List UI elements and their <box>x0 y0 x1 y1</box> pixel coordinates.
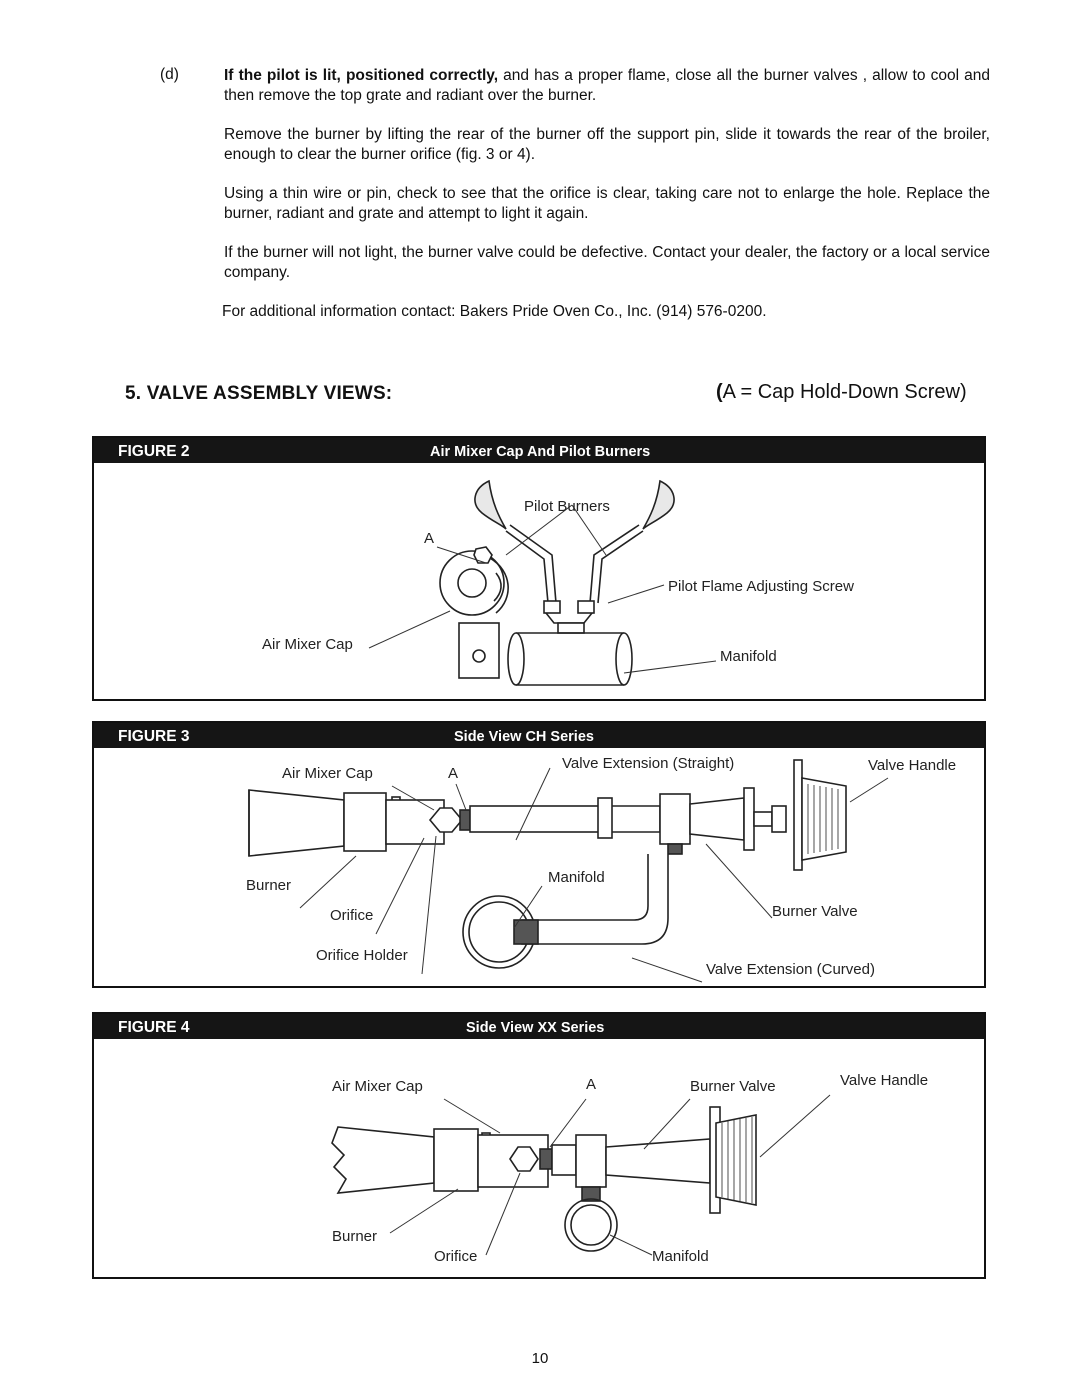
label-burner-valve: Burner Valve <box>772 903 858 920</box>
valve-flange <box>743 787 755 851</box>
figure-2-caption: Air Mixer Cap And Pilot Burners <box>430 444 651 460</box>
figure-2: FIGURE 2 Air Mixer Cap And Pilot Burners <box>92 436 986 701</box>
figure-3-caption: Side View CH Series <box>454 729 594 745</box>
figure-3-number: FIGURE 3 <box>118 728 190 745</box>
air-mixer-cap <box>343 792 387 852</box>
left-pilot-tube <box>505 530 549 604</box>
figure-3: FIGURE 3 Side View CH Series <box>92 721 986 988</box>
right-fitting <box>577 600 595 614</box>
figure-3-diagram: Air Mixer Cap A Valve Extension (Straigh… <box>94 748 984 986</box>
step-d-paragraph: If the pilot is lit, positioned correctl… <box>224 66 990 105</box>
burner-valve-body <box>575 1134 607 1188</box>
label-valve-handle: Valve Handle <box>840 1072 928 1089</box>
figure-2-number: FIGURE 2 <box>118 443 190 460</box>
figure-4-caption: Side View XX Series <box>466 1020 605 1036</box>
air-mixer-cap-disc <box>439 550 505 616</box>
legend-note: (A = Cap Hold-Down Screw) <box>716 381 967 404</box>
figure-4-diagram: Air Mixer Cap A Burner Valve Valve Handl… <box>94 1039 984 1277</box>
valve-extension-curved <box>521 854 669 945</box>
manifold-pipe <box>516 632 624 686</box>
contact-line: For additional information contact: Bake… <box>222 303 767 320</box>
figure-4-header: FIGURE 4 Side View XX Series <box>94 1014 984 1039</box>
label-pilot-burners: Pilot Burners <box>524 498 610 515</box>
legend-paren: ( <box>716 381 723 403</box>
label-manifold: Manifold <box>720 648 777 665</box>
burner-body <box>248 789 345 857</box>
air-mixer-cap <box>433 1128 479 1192</box>
label-valve-handle: Valve Handle <box>868 757 956 774</box>
left-fitting <box>543 600 561 614</box>
manifold-ring <box>564 1198 618 1252</box>
valve-extension-straight <box>469 805 601 833</box>
valve-handle-knob <box>801 777 847 861</box>
label-air-mixer-cap: Air Mixer Cap <box>332 1078 423 1095</box>
step-marker: (d) <box>160 66 179 83</box>
label-manifold: Manifold <box>548 869 605 886</box>
figure-2-drawing: Pilot Burners A Pilot Flame Adjusting Sc… <box>262 479 854 686</box>
label-pilot-flame-screw: Pilot Flame Adjusting Screw <box>668 578 854 595</box>
label-a: A <box>586 1076 596 1093</box>
figure-4: FIGURE 4 Side View XX Series <box>92 1012 986 1279</box>
figure-3-header: FIGURE 3 Side View CH Series <box>94 723 984 748</box>
burner-body <box>331 1126 435 1194</box>
label-burner-valve: Burner Valve <box>690 1078 776 1095</box>
figure-4-drawing: Air Mixer Cap A Burner Valve Valve Handl… <box>331 1072 928 1265</box>
label-air-mixer-cap: Air Mixer Cap <box>262 636 353 653</box>
label-a: A <box>424 530 434 547</box>
step-d-text: and has a proper flame, close all the bu… <box>224 67 990 104</box>
label-orifice: Orifice <box>330 907 373 924</box>
label-burner: Burner <box>246 877 291 894</box>
label-orifice-holder: Orifice Holder <box>316 947 408 964</box>
figure-2-diagram: Pilot Burners A Pilot Flame Adjusting Sc… <box>94 463 984 699</box>
label-manifold: Manifold <box>652 1248 709 1265</box>
label-burner: Burner <box>332 1228 377 1245</box>
legend-text: A = Cap Hold-Down Screw) <box>722 381 967 403</box>
label-air-mixer-cap: Air Mixer Cap <box>282 765 373 782</box>
left-pilot-flame <box>474 479 507 530</box>
step-d-lead: If the pilot is lit, positioned correctl… <box>224 67 499 84</box>
valve-handle-plate <box>793 759 803 871</box>
label-orifice: Orifice <box>434 1248 477 1265</box>
right-pilot-tube <box>597 530 644 604</box>
burner-valve-body <box>659 793 691 845</box>
label-valve-extension-straight: Valve Extension (Straight) <box>562 755 734 772</box>
figure-3-drawing: Air Mixer Cap A Valve Extension (Straigh… <box>246 755 956 983</box>
page-number: 10 <box>531 1350 549 1367</box>
right-pilot-flame <box>642 479 675 530</box>
label-valve-extension-curved: Valve Extension (Curved) <box>706 961 875 978</box>
paragraph-defective-valve: If the burner will not light, the burner… <box>224 244 990 281</box>
section-title: 5. VALVE ASSEMBLY VIEWS: <box>125 383 393 404</box>
figure-2-header: FIGURE 2 Air Mixer Cap And Pilot Burners <box>94 438 984 463</box>
cap-screw-a <box>473 546 493 564</box>
paragraph-check-orifice: Using a thin wire or pin, check to see t… <box>224 185 990 222</box>
figure-4-number: FIGURE 4 <box>118 1019 190 1036</box>
paragraph-remove-burner: Remove the burner by lifting the rear of… <box>224 126 990 163</box>
label-a: A <box>448 765 458 782</box>
